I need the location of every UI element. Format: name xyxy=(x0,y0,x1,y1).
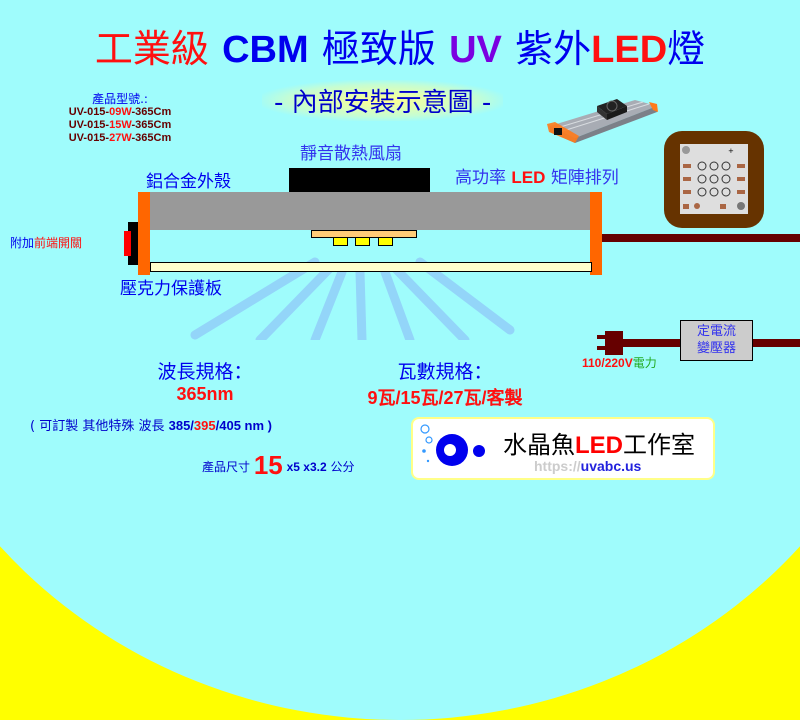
power-input-label: 110/220V電力 xyxy=(582,356,657,370)
uv-light-rays-icon xyxy=(190,257,515,340)
model-item: UV-015-09W-365Cm xyxy=(68,106,172,118)
led-chip xyxy=(378,237,393,246)
wattage-spec: 瓦數規格： 9瓦/15瓦/27瓦/客製 xyxy=(367,361,523,408)
acrylic-plate xyxy=(150,262,592,272)
led-matrix-board-icon: + xyxy=(680,144,748,214)
model-item: UV-015-27W-365Cm xyxy=(68,132,172,144)
title-lamp: 燈 xyxy=(667,27,706,71)
title-cbm: CBM xyxy=(222,29,309,71)
product-size: 產品尺寸 15 x5 x3.2 公分 xyxy=(202,450,355,480)
lamp-cable xyxy=(602,234,800,242)
left-endcap xyxy=(138,192,150,275)
studio-url-link[interactable]: https://uvabc.us xyxy=(534,458,642,474)
product-photo xyxy=(547,99,658,143)
driver-output-cable xyxy=(753,339,800,347)
model-item: UV-015-15W-365Cm xyxy=(68,119,172,131)
switch-label: 附加前端開關 xyxy=(10,236,83,250)
fan-label: 靜音散熱風扇 xyxy=(300,144,402,164)
svg-text:+: + xyxy=(728,147,734,155)
power-cable xyxy=(622,339,680,347)
title-ultimate: 極致版 xyxy=(321,27,436,71)
front-switch xyxy=(128,222,138,265)
title-uv: UV xyxy=(449,29,502,71)
title-led: LED xyxy=(591,29,668,71)
aluminum-housing xyxy=(150,192,590,230)
right-endcap xyxy=(590,192,602,275)
led-chip xyxy=(333,237,348,246)
studio-name: 水晶魚LED工作室 xyxy=(503,431,695,459)
model-list: 產品型號.: UV-015-09W-365Cm UV-015-15W-365Cm… xyxy=(50,93,190,145)
studio-logo[interactable]: 水晶魚LED工作室 https://uvabc.us xyxy=(411,417,715,480)
wavelength-spec: 波長規格： 365nm xyxy=(157,361,253,404)
subtitle: - 內部安裝示意圖 - xyxy=(262,80,504,121)
led-chip xyxy=(355,237,370,246)
page-title: 工業級 CBM 極致版 UV 紫外LED燈 xyxy=(0,18,800,73)
custom-wavelength-note: ( 可訂製 其他特殊 波長 385/395/405 nm ) xyxy=(30,418,272,434)
title-industrial: 工業級 xyxy=(94,27,209,71)
bubbles-logo-icon xyxy=(420,424,485,466)
plug-prong xyxy=(597,346,606,350)
title-ultraviolet: 紫外 xyxy=(515,27,592,71)
housing-label: 鋁合金外殼 xyxy=(146,172,231,192)
led-array-label: 高功率 LED 矩陣排列 xyxy=(455,168,619,188)
plug-prong xyxy=(597,335,606,339)
cooling-fan xyxy=(289,168,430,192)
plug-icon xyxy=(605,331,623,355)
model-heading: 產品型號.: xyxy=(92,92,148,106)
switch-button xyxy=(124,231,131,256)
acrylic-label: 壓克力保護板 xyxy=(120,279,222,299)
constant-current-driver: 定電流 變壓器 xyxy=(680,320,753,361)
